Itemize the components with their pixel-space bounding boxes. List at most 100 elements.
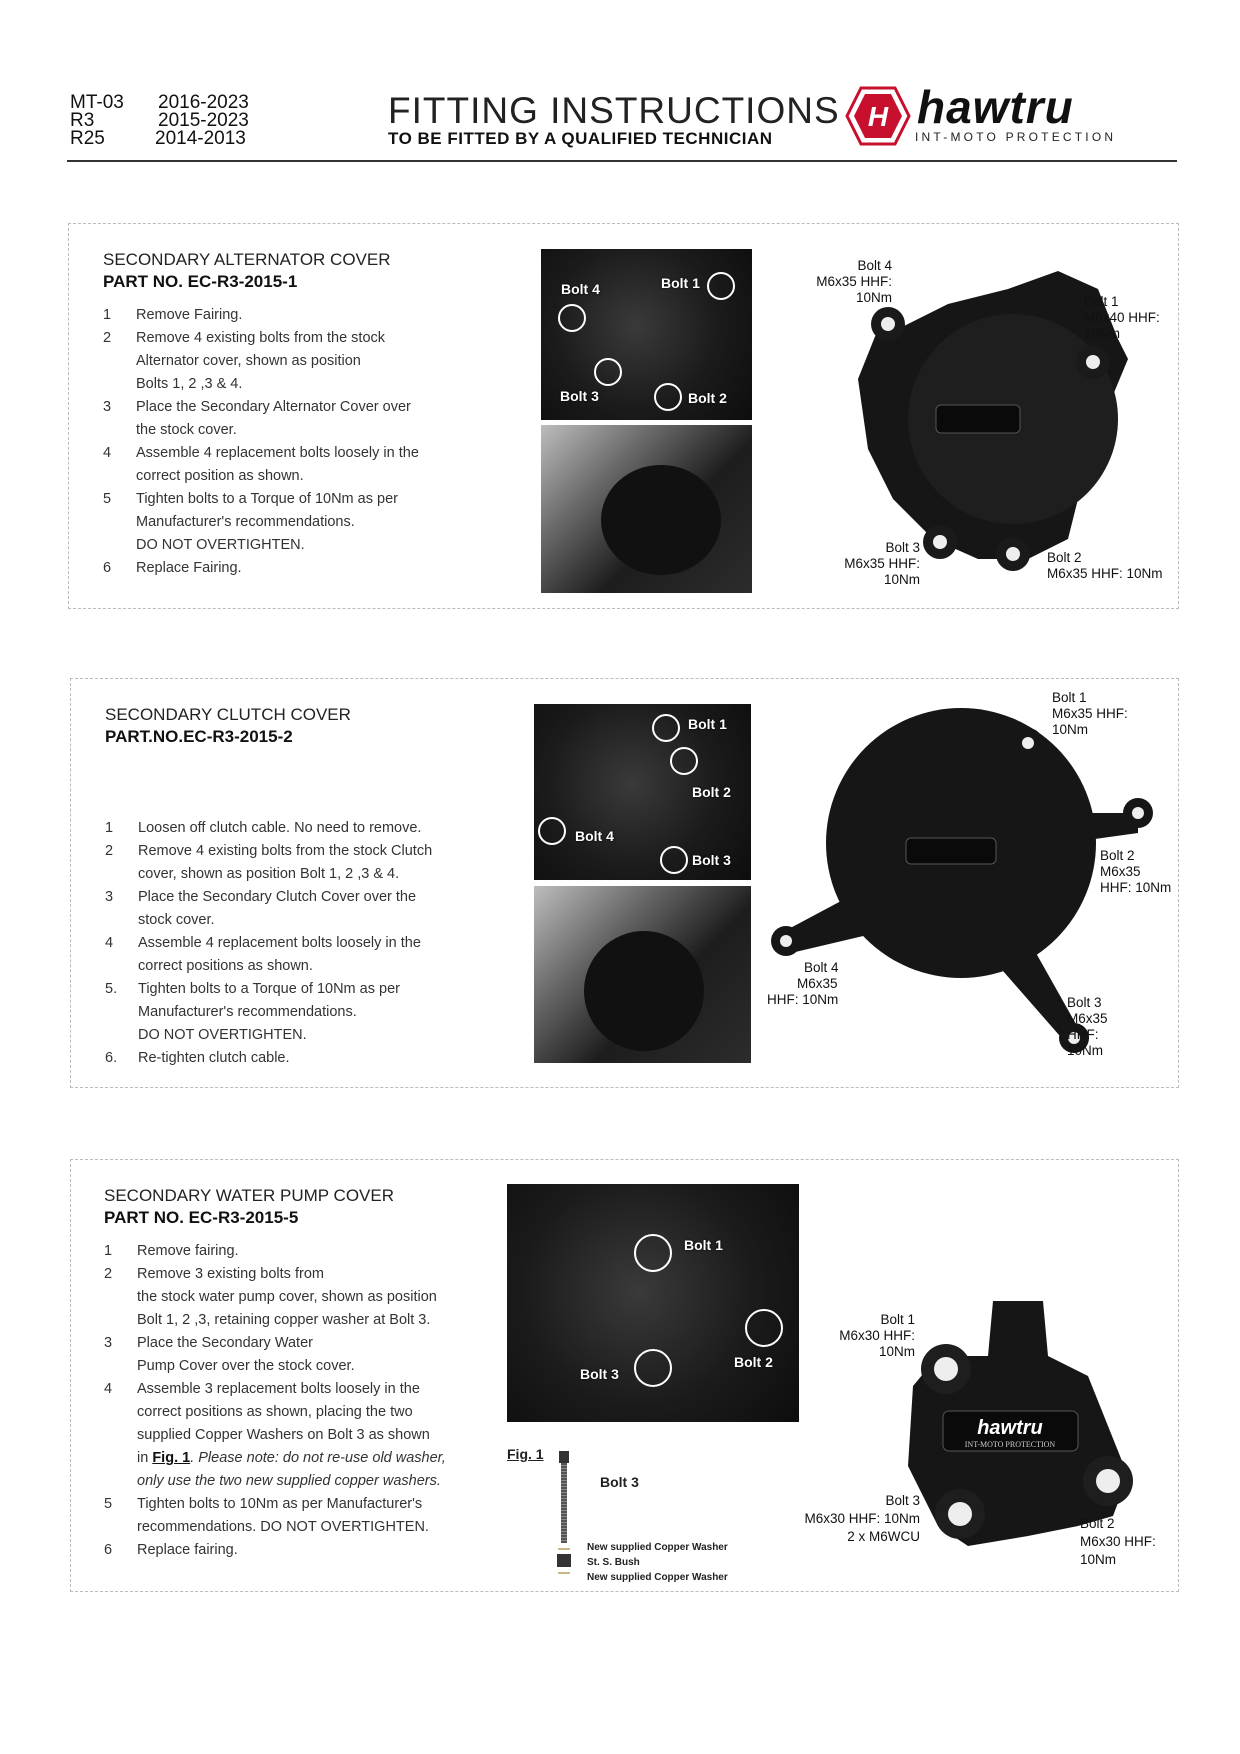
step-line: Bolts 1, 2 ,3 & 4. [136,376,243,392]
fig-part-label: New supplied Copper Washer [587,1542,728,1553]
text: in [137,1450,153,1466]
section-clutch-cover [70,678,1179,1088]
step-text: Assemble 4 replacement bolts loosely in … [136,442,419,488]
fig1-bolt-diagram: Fig. 1 Bolt 3 New supplied Copper Washer… [507,1446,737,1583]
fig-bolt-label: Bolt 3 [600,1474,639,1490]
step-text: Tighten bolts to a Torque of 10Nm as per… [138,978,400,1047]
step-line: Replace Fairing. [136,560,242,576]
alternator-cover-diagram [858,271,1128,571]
model-years-value: 2014-2013 [155,128,246,149]
step-line: Bolt 1, 2 ,3, retaining copper washer at… [137,1312,431,1328]
step-number: 6. [105,1050,118,1066]
part-number: PART.NO.EC-R3-2015-2 [105,727,293,746]
photo-label: Bolt 2 [734,1354,773,1370]
clutch-fitted-photo [534,886,751,1063]
step-number: 2 [104,1266,113,1282]
step-number: 5. [105,981,118,997]
photo-label: Bolt 2 [692,784,731,800]
clutch-bolt-photo: Bolt 1 Bolt 2 Bolt 4 Bolt 3 [534,704,751,880]
step-text: Replace Fairing. [136,557,242,580]
step-line: Assemble 4 replacement bolts loosely in … [138,935,421,951]
step-text: Place the Secondary Alternator Cover ove… [136,396,411,442]
step-item: 4 Assemble 4 replacement bolts loosely in… [103,442,533,488]
photo-label: Bolt 3 [580,1366,619,1382]
step-line: Tighten bolts to a Torque of 10Nm as per [136,491,398,507]
section-water-pump-cover [70,1159,1179,1592]
svg-text:H: H [868,101,889,132]
alternator-bolt-photo: Bolt 4 Bolt 1 Bolt 3 Bolt 2 [541,249,752,420]
note-text: only use the two new supplied copper was… [137,1473,441,1489]
step-line: Remove fairing. [137,1243,239,1259]
step-number: 4 [105,935,114,951]
photo-label: Bolt 4 [575,828,614,844]
fig-part-label: St. S. Bush [587,1557,640,1568]
page-subtitle: TO BE FITTED BY A QUALIFIED TECHNICIAN [388,129,773,148]
step-line: Assemble 3 replacement bolts loosely in … [137,1381,420,1397]
step-line: Remove 4 existing bolts from the stock C… [138,843,433,859]
photo-label: Bolt 1 [661,275,700,291]
step-item: 3 Place the Secondary Alternator Cover ov… [103,396,533,442]
photo-label: Bolt 4 [561,281,600,297]
photo-label: Bolt 3 [560,388,599,404]
step-line: Remove 4 existing bolts from the stock [136,330,386,346]
section-title: SECONDARY ALTERNATOR COVER [103,250,391,269]
step-number: 4 [104,1381,113,1397]
model-years-value: 2016-2023 [158,92,249,113]
step-line: Tighten bolts to 10Nm as per Manufacture… [137,1496,423,1512]
step-line: Place the Secondary Water [137,1335,313,1351]
step-line: in Fig. 1. Please note: do not re-use ol… [137,1447,446,1470]
step-line: DO NOT OVERTIGHTEN. [138,1027,307,1043]
step-line: DO NOT OVERTIGHTEN. [136,537,305,553]
step-line: correct positions as shown, placing the … [137,1404,413,1420]
page-title: FITTING INSTRUCTIONS [388,90,840,131]
step-text: Replace fairing. [137,1539,238,1562]
step-number: 3 [104,1335,113,1351]
step-line: Pump Cover over the stock cover. [137,1358,355,1374]
fig-part-label: New supplied Copper Washer [587,1572,728,1583]
step-number: 4 [103,445,112,461]
brand-tagline: INT-MOTO PROTECTION [915,130,1117,144]
step-line: Place the Secondary Clutch Cover over th… [138,889,417,905]
step-line: Alternator cover, shown as position [136,353,361,369]
step-line: Tighten bolts to a Torque of 10Nm as per [138,981,400,997]
header-divider [67,160,1177,162]
cover-logo: hawtru [977,1417,1043,1439]
step-line: recommendations. DO NOT OVERTIGHTEN. [137,1519,429,1535]
step-line: cover, shown as position Bolt 1, 2 ,3 & … [138,866,400,882]
section-title: SECONDARY WATER PUMP COVER [104,1186,394,1205]
fig1-link[interactable]: Fig. 1 [152,1450,191,1466]
step-line: Assemble 4 replacement bolts loosely in … [136,445,419,461]
brand-logo: H hawtru INT-MOTO PROTECTION [845,81,1165,150]
part-number: PART NO. EC-R3-2015-1 [103,272,298,291]
section-alternator-cover [68,223,1179,609]
step-line: the stock cover. [136,422,237,438]
step-line: Manufacturer's recommendations. [136,514,355,530]
cover-tagline: INT-MOTO PROTECTION [965,1440,1056,1449]
step-line: Place the Secondary Alternator Cover ove… [136,399,411,415]
step-text: Loosen off clutch cable. No need to remo… [138,817,421,840]
step-number: 3 [103,399,112,415]
step-line: Loosen off clutch cable. No need to remo… [138,820,422,836]
step-number: 1 [104,1243,113,1259]
step-line: Remove 3 existing bolts from [137,1266,324,1282]
model-years-value: 2015-2023 [158,110,249,131]
